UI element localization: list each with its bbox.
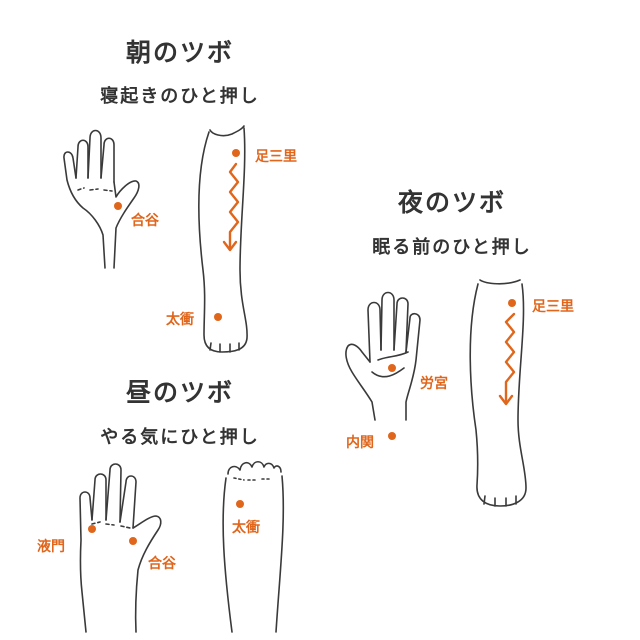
night-hand-drawing [345,291,421,421]
morning-zigzag-arrow [228,162,240,250]
night-subtitle: 眠る前のひと押し [372,237,532,258]
night-shin-point [508,299,516,307]
noon-hand-left-point [88,525,96,533]
morning-hand-label: 合谷 [131,213,159,229]
noon-subtitle: やる気にひと押し [100,427,260,448]
noon-hand-drawing [79,463,162,633]
noon-hand-right-label: 合谷 [148,556,176,572]
noon-foot-point [236,500,244,508]
night-wrist-point [388,432,396,440]
night-shin-label: 足三里 [532,299,574,315]
night-wrist-label: 内関 [346,435,374,451]
night-title: 夜のツボ [397,188,506,217]
morning-subtitle: 寝起きのひと押し [100,86,260,107]
morning-zigzag-arrow-head [222,240,238,252]
morning-hand-drawing [63,129,140,269]
morning-hand-point [114,202,122,210]
morning-foot-label: 太衝 [166,312,194,328]
morning-shin-point [232,149,240,157]
morning-foot-point [214,313,222,321]
morning-shin-label: 足三里 [255,149,297,165]
night-leg-drawing [469,279,527,507]
night-palm-point [388,364,396,372]
morning-leg-drawing [197,125,248,353]
noon-foot-label: 太衝 [232,520,260,536]
noon-title: 昼のツボ [125,378,234,407]
night-palm-label: 労宮 [420,376,448,392]
noon-hand-left-label: 液門 [37,539,65,555]
night-zigzag-arrow-head [498,394,514,406]
noon-hand-right-point [129,537,137,545]
night-zigzag-arrow [504,312,516,404]
morning-title: 朝のツボ [125,38,234,67]
noon-foot-drawing [222,460,285,633]
